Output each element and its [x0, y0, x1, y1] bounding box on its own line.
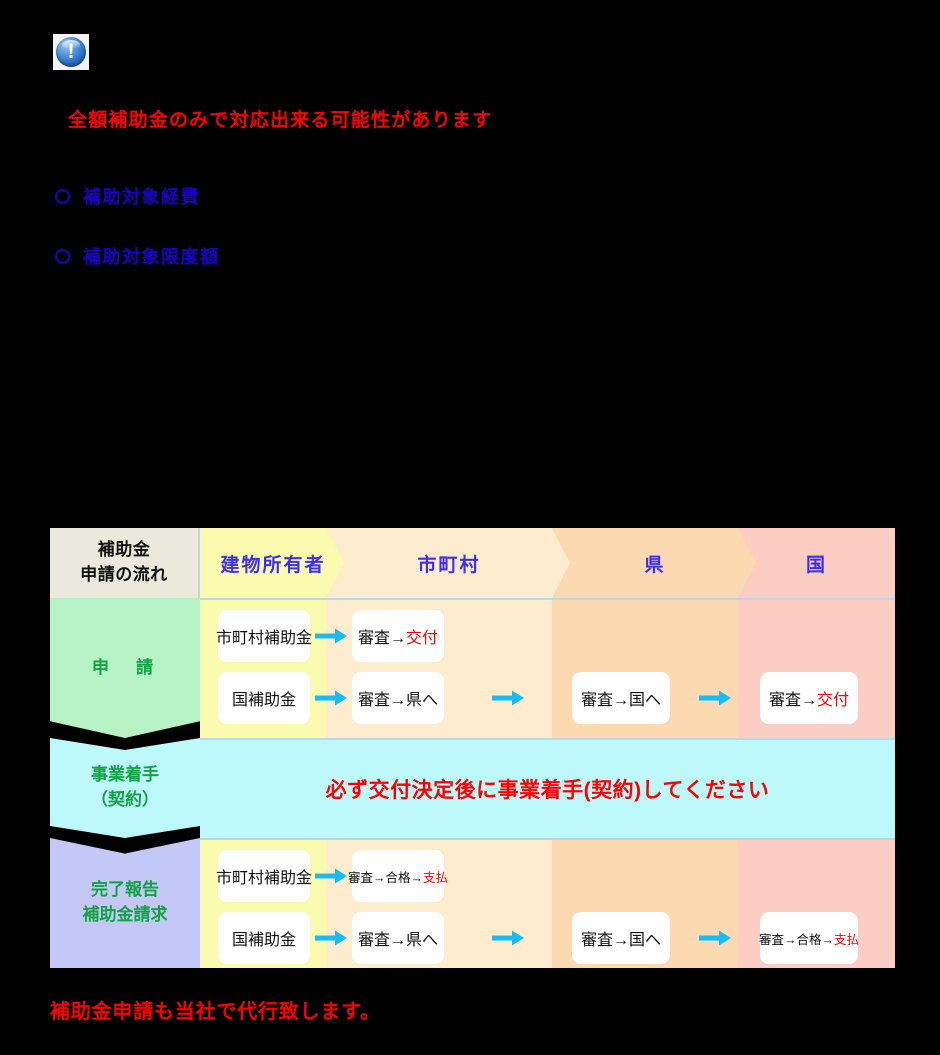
column-header-national: 国	[738, 528, 895, 598]
node-pref-review-to-national: 審査→国へ	[572, 912, 670, 964]
node-label: 審査→国へ	[580, 932, 661, 949]
table-row-application: 申 請 市町村補助金	[50, 598, 895, 738]
bullet-label: 補助対象経費	[83, 187, 200, 207]
table-corner-label: 補助金 申請の流れ	[50, 528, 200, 598]
node-label: 審査→合格→	[347, 870, 423, 885]
arrow-owner-to-city-icon	[312, 610, 350, 662]
subsidy-application-flow-table: 補助金 申請の流れ 建物所有者 市町村 県 国 申 請	[50, 528, 895, 971]
node-label: 国補助金	[231, 932, 296, 949]
arrow-owner-to-city-icon	[312, 850, 350, 902]
node-label: 審査→	[768, 692, 817, 709]
row-label-line2: 補助金請求	[82, 905, 168, 924]
row-label-text: 申 請	[92, 657, 158, 677]
node-label: 審査→県へ	[357, 932, 438, 949]
corner-label-line2: 申請の流れ	[80, 565, 168, 584]
column-header-label: 国	[805, 554, 827, 576]
node-owner-national-subsidy: 国補助金	[218, 912, 310, 964]
info-orb: !	[56, 37, 86, 67]
table-row-completion-report: 完了報告 補助金請求 市町村補助金	[50, 838, 895, 968]
project-start-notice: 必ず交付決定後に事業着手(契約)してください	[325, 779, 770, 802]
node-label: 国補助金	[231, 692, 296, 709]
row-label-completion-report: 完了報告 補助金請求	[50, 838, 200, 968]
column-header-municipality: 市町村	[326, 528, 572, 598]
node-pref-review-to-national: 審査→国へ	[572, 672, 670, 724]
table-row-project-start: 事業着手 （契約） 必ず交付決定後に事業着手(契約)してください	[50, 738, 895, 838]
arrow-pref-to-national-icon	[672, 912, 758, 964]
node-label: 市町村補助金	[216, 630, 313, 647]
circle-bullet-icon	[55, 188, 70, 204]
node-city-review-to-pref: 審査→県へ	[352, 672, 444, 724]
node-national-review-pass-pay: 審査→合格→支払	[758, 912, 860, 964]
column-header-label: 建物所有者	[220, 554, 326, 576]
node-label: 市町村補助金	[216, 870, 313, 887]
node-label-highlight: 支払	[423, 870, 449, 885]
node-city-review-grant: 審査→交付	[352, 610, 444, 662]
node-city-review-to-pref: 審査→県へ	[352, 912, 444, 964]
arrow-city-to-pref-icon	[446, 912, 570, 964]
node-label: 審査→県へ	[357, 692, 438, 709]
column-header-prefecture: 県	[552, 528, 758, 598]
arrow-owner-to-city-icon	[312, 672, 350, 724]
bullet-item-subsidy-limit: 補助対象限度額	[55, 243, 220, 269]
row-label-line1: 事業着手	[91, 765, 159, 785]
application-flow-lines: 市町村補助金 審査→交付 国補助金	[200, 600, 895, 738]
completion-flow-lines: 市町村補助金 審査→合格→支払 国補助金	[200, 840, 895, 968]
node-label-highlight: 支払	[834, 932, 860, 947]
arrow-pref-to-national-icon	[672, 672, 758, 724]
bullet-label: 補助対象限度額	[83, 247, 220, 267]
column-header-label: 市町村	[417, 554, 481, 576]
footer-note: 補助金申請も当社で代行致します。	[50, 1001, 381, 1023]
row-label-line1: 完了報告	[91, 880, 159, 900]
node-national-review-grant: 審査→交付	[760, 672, 858, 724]
row-label-project-start: 事業着手 （契約）	[50, 738, 200, 838]
column-header-building-owner: 建物所有者	[200, 528, 346, 598]
node-city-review-pass-pay: 審査→合格→支払	[348, 850, 448, 902]
headline-text: 全額補助金のみで対応出来る可能性があります	[68, 110, 493, 131]
application-row-content: 市町村補助金 審査→交付 国補助金	[200, 598, 895, 738]
corner-label-line1: 補助金	[97, 540, 151, 560]
info-alert-icon: !	[53, 34, 89, 70]
node-label: 審査→合格→	[758, 932, 834, 947]
node-owner-municipal-subsidy: 市町村補助金	[216, 850, 313, 902]
node-label-highlight: 交付	[406, 630, 439, 647]
project-start-row-content: 必ず交付決定後に事業着手(契約)してください	[200, 738, 895, 838]
node-owner-national-subsidy: 国補助金	[218, 672, 310, 724]
node-label: 審査→	[357, 630, 406, 647]
node-label: 審査→国へ	[580, 692, 661, 709]
arrow-city-to-pref-icon	[446, 672, 570, 724]
completion-row-content: 市町村補助金 審査→合格→支払 国補助金	[200, 838, 895, 968]
arrow-owner-to-city-icon	[312, 912, 350, 964]
table-header-row: 補助金 申請の流れ 建物所有者 市町村 県 国	[50, 528, 895, 598]
row-label-line2: （契約）	[91, 790, 159, 809]
row-label-application: 申 請	[50, 598, 200, 738]
node-owner-municipal-subsidy: 市町村補助金	[216, 610, 313, 662]
header-chevron-strip: 建物所有者 市町村 県 国	[200, 528, 895, 598]
column-header-label: 県	[644, 554, 666, 576]
node-label-highlight: 交付	[817, 692, 850, 709]
exclamation-glyph: !	[67, 39, 75, 63]
bullet-item-subsidy-target-cost: 補助対象経費	[55, 183, 200, 209]
circle-bullet-icon	[55, 248, 70, 264]
